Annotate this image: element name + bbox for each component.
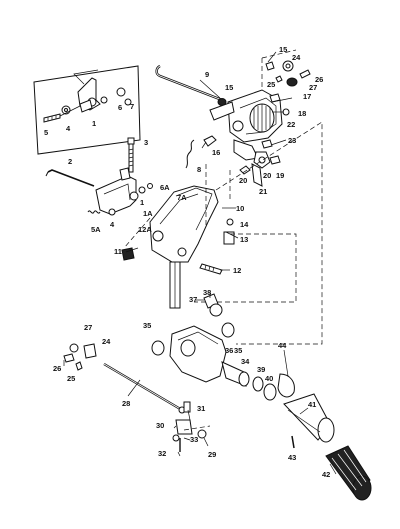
callout-36: 36 [225,346,233,355]
callout-1: 1 [140,198,144,207]
callout-19: 19 [276,171,284,180]
callout-15: 15 [279,45,287,54]
throttle-bracket [87,139,195,216]
callout-21: 21 [259,187,267,196]
callout-23: 23 [288,136,296,145]
bolt-3 [127,137,135,173]
callout-35: 35 [143,321,151,330]
callout-41: 41 [308,400,316,409]
callout-16: 16 [212,148,220,157]
callout-40: 40 [265,374,273,383]
upper-housing-assembly [209,89,293,161]
callout-33: 33 [190,435,198,444]
callout-1A: 1A [143,209,153,218]
callout-7A: 7A [177,193,187,202]
lower-tiller-housing [151,293,335,443]
callout-37: 37 [189,295,197,304]
callout-8: 8 [197,165,201,174]
callout-38: 38 [203,288,211,297]
callout-43: 43 [288,453,296,462]
callout-2: 2 [68,157,72,166]
callout-39: 39 [257,365,265,374]
guide-lines [123,121,323,345]
callout-11: 11 [114,247,122,256]
callout-3: 3 [144,138,148,147]
callout-22: 22 [287,120,295,129]
callout-15: 15 [225,83,233,92]
callout-28: 28 [122,399,130,408]
callout-32: 32 [158,449,166,458]
callout-26: 26 [53,364,61,373]
callout-5: 5 [44,128,48,137]
callout-20: 20 [263,171,271,180]
callout-25: 25 [267,80,275,89]
inset-detail-box [33,65,141,155]
callout-24: 24 [102,337,111,346]
callout-20: 20 [239,176,247,185]
callout-4: 4 [110,220,115,229]
callout-27: 27 [309,83,317,92]
callout-29: 29 [208,450,216,459]
main-casting-10 [121,185,235,309]
callout-31: 31 [197,404,205,413]
callout-6: 6 [118,103,122,112]
callout-9: 9 [205,70,209,79]
callout-1: 1 [92,119,96,128]
callout-13: 13 [240,235,248,244]
lower-clamp-parts [172,401,211,452]
callout-5A: 5A [91,225,101,234]
link-rod-9 [155,64,227,106]
top-right-hardware [261,49,311,90]
rubber-grip-42 [325,445,372,501]
leader-lines [63,51,337,475]
callout-6A: 6A [160,183,170,192]
callout-12: 12 [233,266,241,275]
callout-labels: 9 15 15 24 25 26 27 17 18 22 23 16 19 20… [44,45,330,479]
callout-34: 34 [241,357,250,366]
lever-parts [203,135,281,187]
callout-42: 42 [322,470,330,479]
callout-7: 7 [130,102,134,111]
callout-4: 4 [66,124,71,133]
callout-24: 24 [292,53,301,62]
wire-2 [45,169,95,187]
callout-27: 27 [84,323,92,332]
callout-25: 25 [67,374,75,383]
callout-12A: 12A [138,225,152,234]
pin-43 [291,435,295,449]
callout-35: 35 [234,346,242,355]
callout-17: 17 [303,92,311,101]
callout-18: 18 [298,109,306,118]
callout-14: 14 [240,220,249,229]
callout-30: 30 [156,421,164,430]
callout-10: 10 [236,204,244,213]
callout-26: 26 [315,75,323,84]
callout-44: 44 [278,341,287,350]
